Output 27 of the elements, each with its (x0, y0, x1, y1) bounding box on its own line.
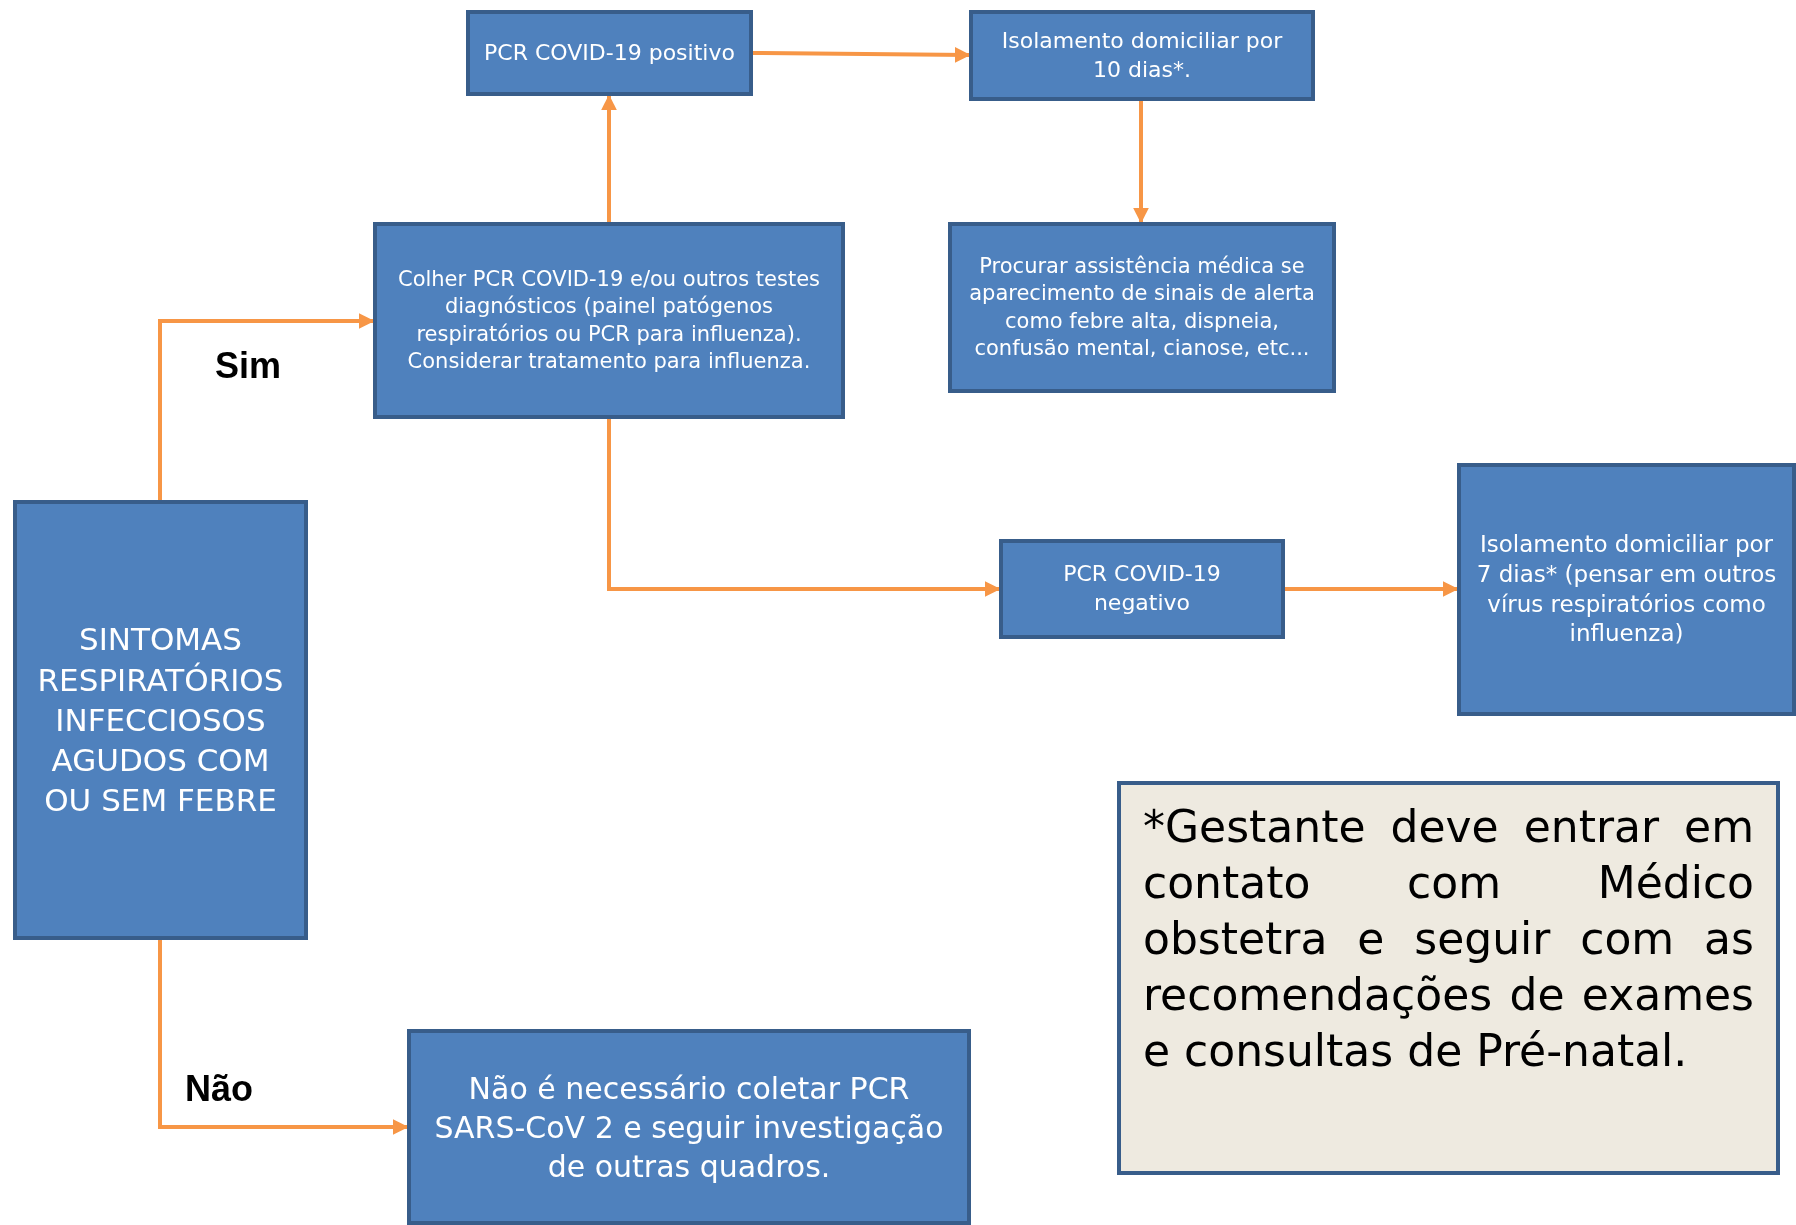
process-box (407, 1029, 971, 1225)
note-box (1117, 781, 1780, 1175)
arrow (601, 94, 617, 222)
process-box (969, 10, 1315, 101)
process-box (1457, 463, 1796, 716)
box-text: Isolamento domiciliar por 10 dias*. (1000, 26, 1284, 84)
symptom-box (13, 500, 308, 940)
process-box (948, 222, 1336, 393)
note-text: *Gestante deve entrar em contato com Médico obstetra e seguir com as recomendações de exames e consultas de Pré-natal. (1143, 800, 1754, 1078)
result-box (999, 539, 1285, 639)
process-box (373, 222, 845, 419)
arrow (1133, 101, 1149, 224)
box-text: Colher PCR COVID-19 e/ou outros testes diagnósticos (painel patógenos respiratórios ou PCR para influenza). Considerar tratamento para influenza. (397, 265, 821, 375)
arrow (607, 419, 1001, 597)
arrow (1285, 581, 1459, 597)
box-text: Isolamento domiciliar por 7 dias* (pensar em outros vírus respiratórios como influenza) (1475, 529, 1778, 649)
box-text: PCR COVID-19 negativo (1062, 560, 1222, 617)
box-text: Não é necessário coletar PCR SARS-CoV 2 e seguir investigação de outras quadros. (433, 1069, 945, 1186)
box-text: Procurar assistência médica se aparecimento de sinais de alerta como febre alta, dispneia, confusão mental, cianose, etc... (968, 252, 1316, 362)
box-text: SINTOMAS RESPIRATÓRIOS INFECCIOSOS AGUDOS COM OU SEM FEBRE (37, 620, 284, 821)
edge-label: Sim (215, 345, 282, 387)
arrow (752, 46, 971, 63)
box-text: PCR COVID-19 positivo (484, 38, 735, 67)
edge-label: Não (185, 1068, 253, 1110)
arrow (158, 313, 375, 500)
arrow (158, 940, 409, 1135)
result-box (466, 10, 753, 96)
